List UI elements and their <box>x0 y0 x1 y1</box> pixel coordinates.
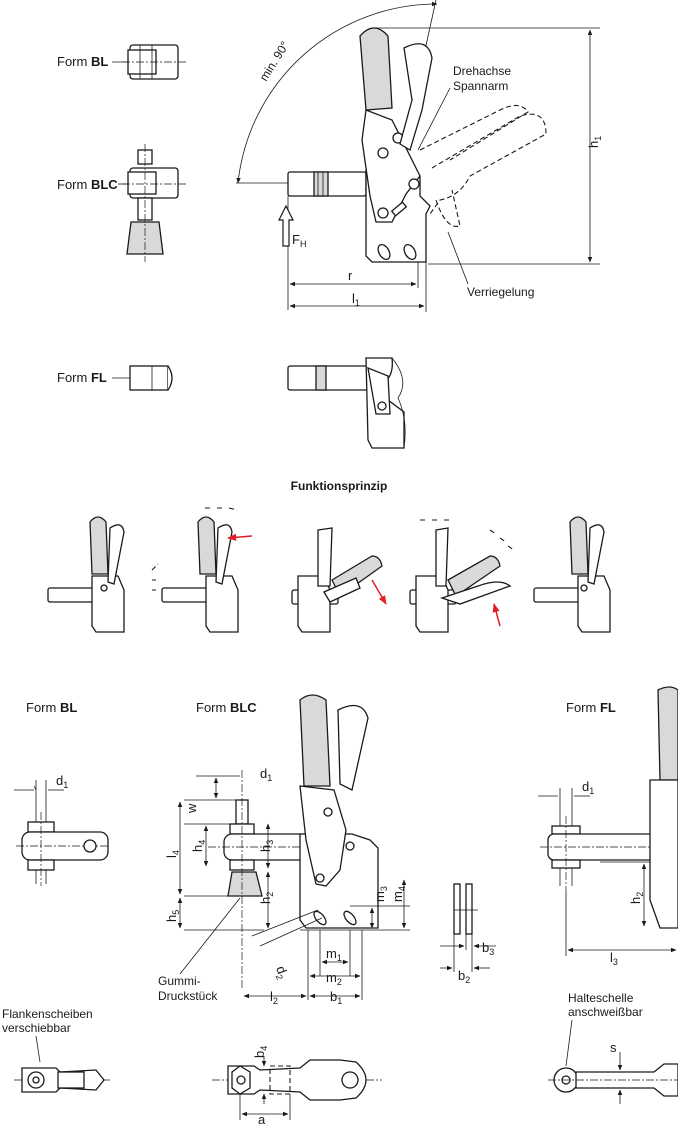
dim-m2: m2 <box>326 970 342 987</box>
flank-plates-detail <box>440 883 496 972</box>
function-step-1 <box>47 516 125 633</box>
dim-h5: h5 <box>164 910 181 922</box>
dim-b3: b3 <box>482 940 494 957</box>
form-bl-label-top: Form BL <box>57 54 108 69</box>
dim-l3: l3 <box>610 950 618 967</box>
form-fl-front-view <box>538 686 678 956</box>
dim-r-label: r <box>348 268 353 283</box>
flank-label-line1: Flankenscheiben <box>2 1007 93 1021</box>
main-clamp-side-view <box>236 0 600 312</box>
dim-h4: h4 <box>190 840 207 852</box>
form-blc-top-view <box>212 1056 382 1120</box>
dim-b2: b2 <box>458 968 470 985</box>
dim-h1-label: h1 <box>586 136 603 148</box>
dim-w: w <box>184 803 199 814</box>
rubber-label-line2: Druckstück <box>158 989 218 1003</box>
form-bl-end-view <box>112 44 186 80</box>
form-fl-top-view <box>548 1019 678 1104</box>
dim-h2-a: h2 <box>258 892 275 904</box>
dim-l1-label: l1 <box>352 291 360 308</box>
dim-m4: m4 <box>390 886 407 902</box>
form-blc-front-view <box>177 694 410 1000</box>
dim-b1: b1 <box>330 989 342 1006</box>
function-step-4 <box>409 519 515 633</box>
form-fl-end-view <box>112 365 173 391</box>
dim-b4: b4 <box>252 1046 269 1058</box>
weld-label-line2: anschweißbar <box>568 1005 643 1019</box>
form-bl-label-bottom: Form BL <box>26 700 77 715</box>
dim-h2-b: h2 <box>628 892 645 904</box>
dim-m1: m1 <box>326 946 342 963</box>
form-fl-label-top: Form FL <box>57 370 107 385</box>
dim-m3: m3 <box>372 886 389 902</box>
pivot-label-line2: Spannarm <box>453 79 508 93</box>
force-label: FH <box>292 232 306 249</box>
form-blc-label-bottom: Form BLC <box>196 700 257 715</box>
angle-label: min. 90° <box>257 39 292 84</box>
function-step-5 <box>533 516 611 633</box>
rubber-label-line1: Gummi- <box>158 974 201 988</box>
dim-a: a <box>258 1112 266 1126</box>
form-bl-top-view <box>14 1035 110 1093</box>
function-title: Funktionsprinzip <box>291 479 388 493</box>
pivot-label-line1: Drehachse <box>453 64 511 78</box>
form-bl-front-view <box>14 780 110 886</box>
form-fl-side-view <box>287 357 406 449</box>
dim-d1-a: d1 <box>56 773 68 790</box>
dim-h3: h3 <box>258 840 275 852</box>
dim-d2: d2 <box>271 964 291 981</box>
dim-d1-c: d1 <box>582 779 594 796</box>
weld-label-line1: Halteschelle <box>568 991 634 1005</box>
function-step-3 <box>291 527 387 633</box>
form-blc-label-top: Form BLC <box>57 177 118 192</box>
dim-l4: l4 <box>164 850 181 858</box>
form-fl-label-bottom: Form FL <box>566 700 616 715</box>
flank-label-line2: verschiebbar <box>2 1021 71 1035</box>
lock-label: Verriegelung <box>467 285 534 299</box>
dim-d1-b: d1 <box>260 766 272 783</box>
dim-s: s <box>610 1040 617 1055</box>
form-blc-end-view <box>118 144 186 262</box>
function-step-2 <box>151 507 253 633</box>
dim-l2: l2 <box>270 989 278 1006</box>
